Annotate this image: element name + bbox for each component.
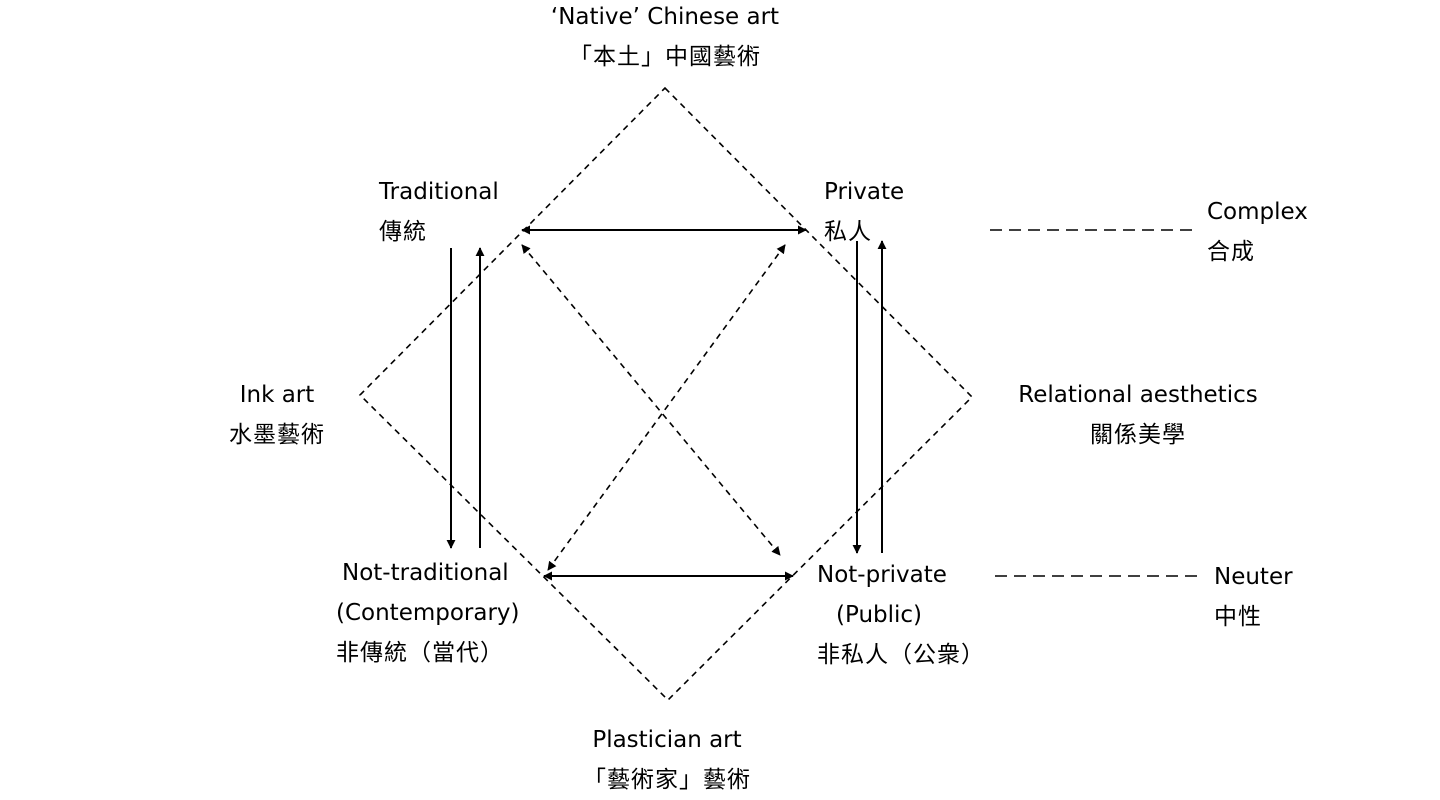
traditional-zh: 傳統 <box>379 219 427 245</box>
ink-art-label: Ink art 水墨藝術 <box>197 375 357 455</box>
contemporary-en: (Contemporary) <box>336 600 520 626</box>
relational-zh: 關係美學 <box>1090 422 1186 448</box>
native-chinese-art-label: ‘Native’ Chinese art 「本土」中國藝術 <box>515 0 815 77</box>
dashed-diamond <box>358 86 974 702</box>
not-traditional-en: Not-traditional <box>342 560 509 586</box>
neuter-label: Neuter 中性 <box>1214 557 1293 637</box>
ink-zh: 水墨藝術 <box>229 422 325 448</box>
ink-en: Ink art <box>239 382 315 408</box>
plastician-en: Plastician art <box>592 727 742 753</box>
complex-label: Complex 合成 <box>1207 192 1308 272</box>
private-en: Private <box>824 179 905 205</box>
diagonal-private-not-traditional <box>547 244 786 571</box>
relational-en: Relational aesthetics <box>1018 382 1258 408</box>
complex-en: Complex <box>1207 199 1308 225</box>
relational-aesthetics-label: Relational aesthetics 關係美學 <box>998 375 1278 455</box>
not-traditional-label: Not-traditional (Contemporary) 非傳統（當代） <box>336 553 520 673</box>
traditional-label: Traditional 傳統 <box>379 172 499 252</box>
plastician-art-label: Plastician art 「藝術家」藝術 <box>527 720 807 800</box>
not-private-en: Not-private <box>817 562 947 588</box>
not-private-zh: 非私人（公衆） <box>817 642 985 668</box>
private-zh: 私人 <box>824 219 872 245</box>
traditional-en: Traditional <box>379 179 499 205</box>
plastician-zh: 「藝術家」藝術 <box>583 767 751 793</box>
complex-zh: 合成 <box>1207 239 1255 265</box>
native-zh: 「本土」中國藝術 <box>569 44 761 70</box>
native-en: ‘Native’ Chinese art <box>550 4 780 30</box>
diagonal-traditional-not-private <box>521 244 781 556</box>
not-traditional-zh: 非傳統（當代） <box>336 640 504 666</box>
not-private-label: Not-private (Public) 非私人（公衆） <box>817 555 985 675</box>
private-label: Private 私人 <box>824 172 904 252</box>
neuter-en: Neuter <box>1214 564 1293 590</box>
public-en: (Public) <box>836 602 923 628</box>
neuter-zh: 中性 <box>1214 604 1262 630</box>
